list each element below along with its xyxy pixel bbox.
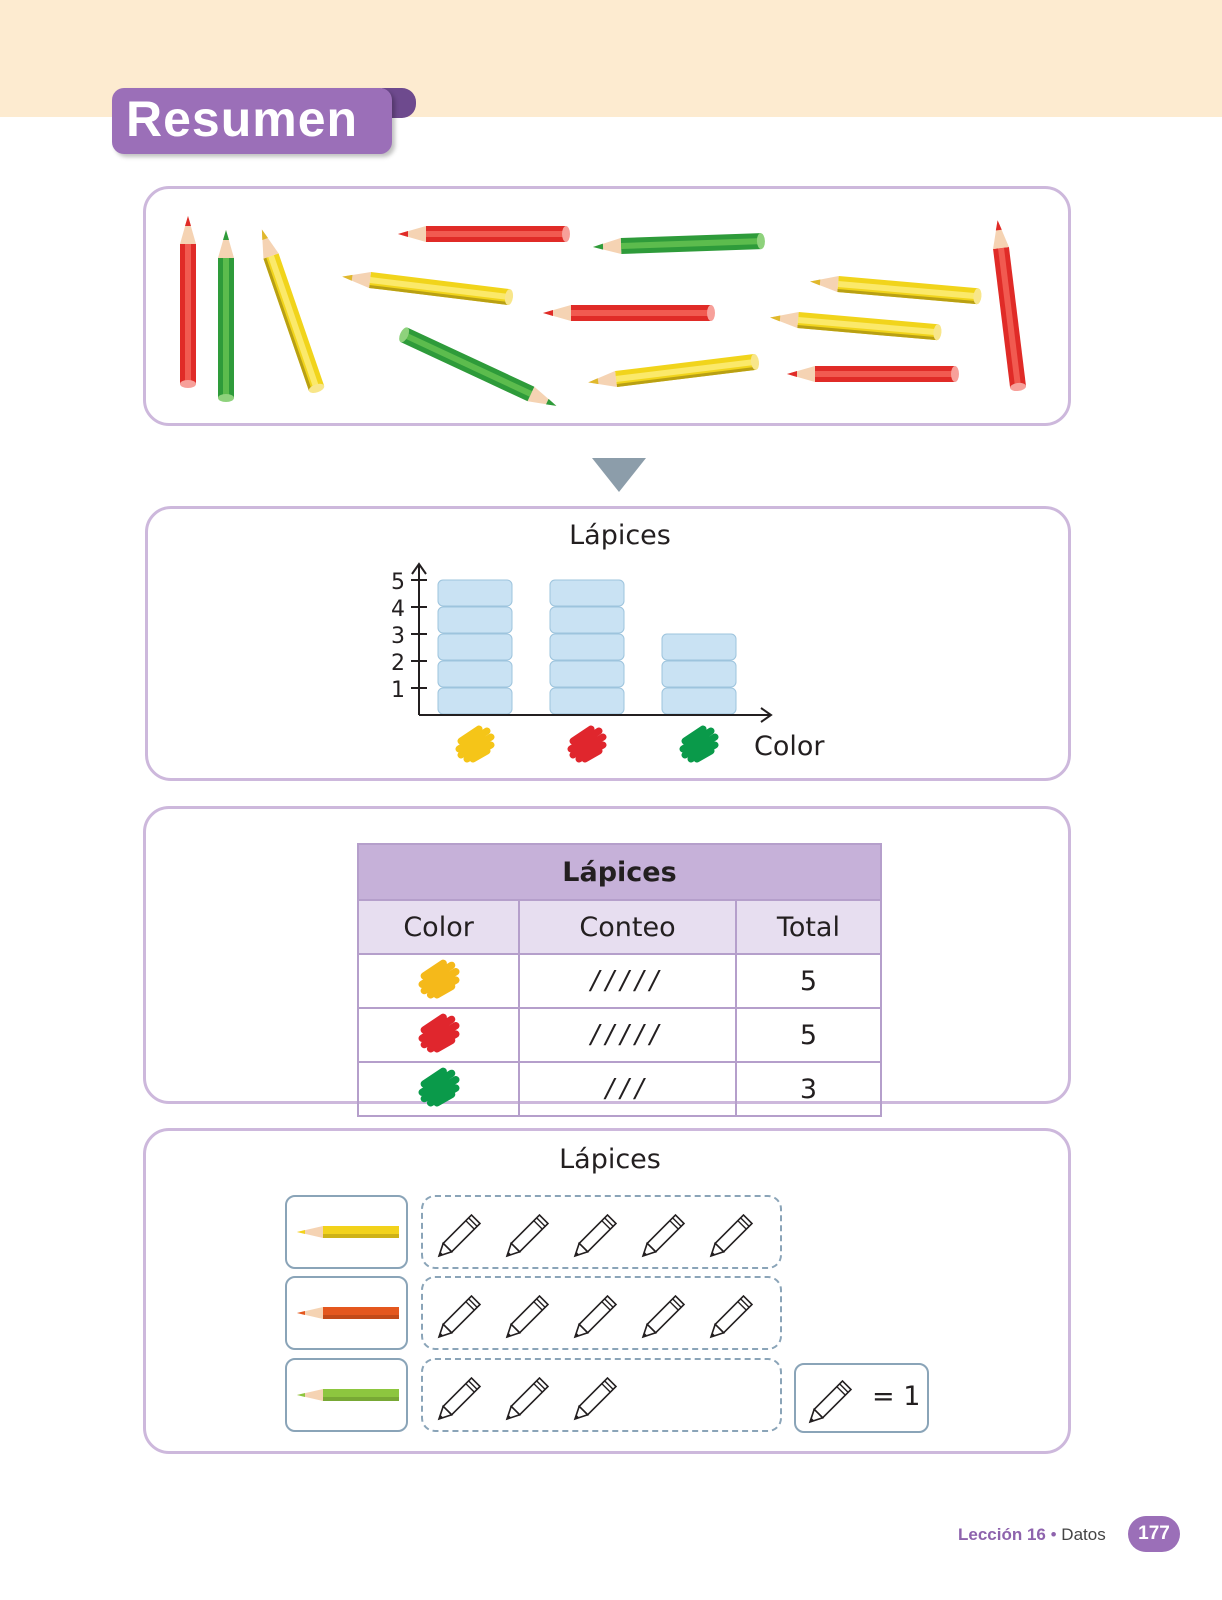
key-label: = 1 [872,1381,921,1412]
bar-block [549,660,625,688]
category-swatch [679,725,719,763]
pencil-outline-icon [573,1294,618,1339]
pictograph-title: Lápices [559,1144,661,1175]
pencils-panel [143,186,1071,426]
yellow-scribble-icon [418,959,460,998]
col-header-tally: Conteo [518,899,737,955]
scattered-pencils [180,216,1027,414]
tally-marks: /// [518,1061,737,1117]
pictograph-row [421,1195,782,1269]
pictograph-label-red [285,1276,408,1350]
pictograph-label-green [285,1358,408,1432]
bar-block [661,633,737,661]
y-tick-label: 3 [391,624,405,649]
bar-block [549,633,625,661]
pencil-icons-row [437,1294,754,1339]
category-swatch [455,725,495,763]
pictograph-label-yellow [285,1195,408,1269]
bar-block [437,633,513,661]
color-swatch-cell [356,1061,521,1117]
pictograph-panel [143,1128,1071,1454]
pencil-outline-icon [641,1213,686,1258]
x-axis-arrow [760,707,773,723]
color-swatch-cell [356,1007,521,1063]
bar-block [549,687,625,715]
pencil-outline-icon [709,1213,754,1258]
bar-block [437,687,513,715]
page-title: Resumen [126,91,359,147]
total-cell: 5 [734,1007,883,1063]
title-tab [112,88,392,154]
pencil-outline-icon [437,1376,482,1421]
bar-block [437,606,513,634]
tally-marks: ///// [518,953,737,1009]
pictograph-key: = 1 [794,1363,929,1433]
pencil-outline-icon [573,1376,618,1421]
bar-block [661,687,737,715]
category-swatch [567,725,607,763]
col-header-color: Color [356,899,521,955]
bar-block [661,660,737,688]
tally-marks: ///// [518,1007,737,1063]
tally-table: Lápices Color Conteo Total ///// 5 /////… [356,843,883,1117]
color-swatch-cell [356,953,521,1009]
col-header-total: Total [734,899,883,955]
bar-chart-title: Lápices [569,520,671,551]
pencil-outline-icon [505,1376,550,1421]
y-tick-label: 4 [391,597,405,622]
red-scribble-icon [418,1013,460,1052]
footer-separator: • [1050,1525,1057,1544]
topic-label: Datos [1061,1525,1106,1544]
page-number: 177 [1128,1516,1180,1552]
pencil-outline-icon [709,1294,754,1339]
pencil-outline-icon [437,1294,482,1339]
green-pencil-icon [297,1389,399,1401]
y-tick-label: 1 [391,678,405,703]
pencil-outline-icon [808,1379,853,1424]
yellow-pencil-icon [297,1226,399,1238]
bar-block [549,579,625,607]
total-cell: 3 [734,1061,883,1117]
pencil-outline-icon [573,1213,618,1258]
bar-chart-panel [145,506,1071,781]
bar-block [437,579,513,607]
bar-block [549,606,625,634]
tally-table-title: Lápices [357,843,882,901]
y-tick-label: 2 [391,651,405,676]
table-row: /// 3 [356,1061,883,1117]
total-cell: 5 [734,953,883,1009]
table-row: ///// 5 [356,1007,883,1063]
pencil-outline-icon [505,1294,550,1339]
y-tick-label: 5 [391,570,405,595]
table-row: ///// 5 [356,953,883,1009]
green-scribble-icon [418,1067,460,1106]
pencil-icons-row [437,1213,754,1258]
bar-block [437,660,513,688]
x-axis-label: Color [754,731,825,762]
lesson-label: Lección 16 [958,1525,1046,1544]
y-axis-arrow [411,562,427,575]
down-arrow-icon [592,458,646,492]
pictograph-row [421,1276,782,1350]
pictograph-row [421,1358,782,1432]
red-pencil-icon [297,1307,399,1319]
pencil-icons-row [437,1376,618,1421]
pencil-outline-icon [437,1213,482,1258]
footer: Lección 16 • Datos [958,1525,1106,1545]
pencil-outline-icon [505,1213,550,1258]
pencil-outline-icon [641,1294,686,1339]
